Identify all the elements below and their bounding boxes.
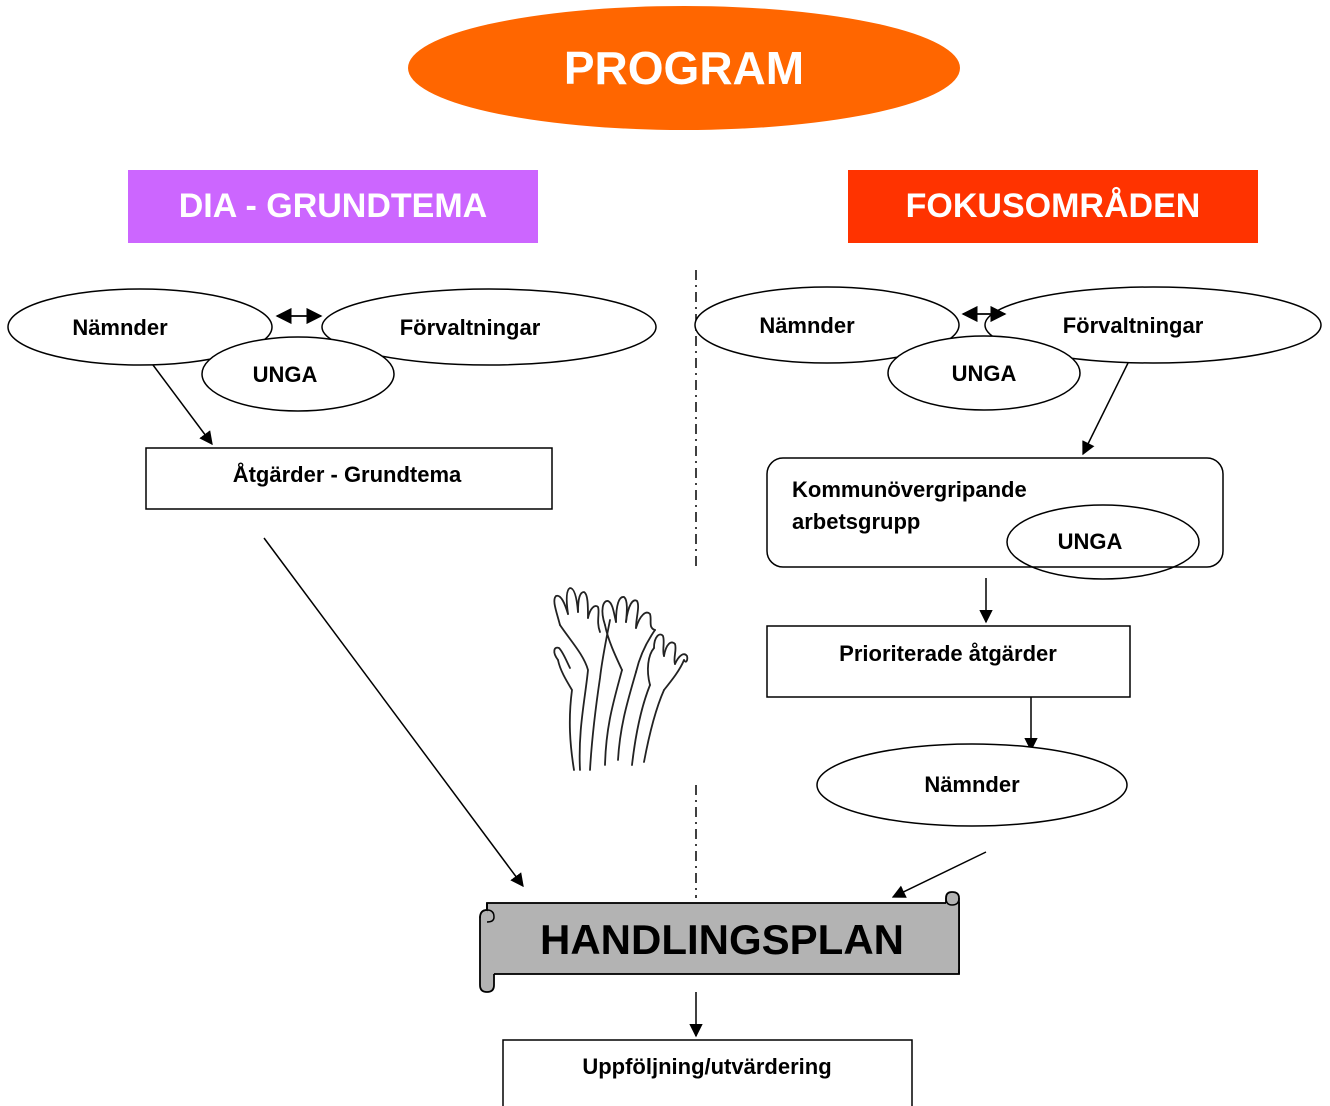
left-unga-text: UNGA [253, 362, 318, 387]
right-namnder-bottom: Nämnder [816, 743, 1128, 827]
workgroup-unga-text: UNGA [1058, 529, 1123, 554]
right-header-box [848, 170, 1258, 243]
right-header-text: FOKUSOMRÅDEN [906, 187, 1201, 225]
right-workgroup: Kommunövergripande arbetsgrupp UNGA [766, 457, 1224, 580]
workgroup-unga-ellipse [1006, 504, 1200, 580]
handlingsplan-banner: HANDLINGSPLAN [479, 891, 960, 993]
namnder-bottom-text: Nämnder [924, 772, 1020, 797]
left-header-box [128, 170, 538, 243]
right-namnder: Nämnder [694, 286, 960, 364]
left-atgarder-box [145, 447, 553, 510]
raised-hands-icon [553, 587, 689, 771]
left-forvaltningar-ellipse [321, 288, 657, 366]
left-arrow-to-atgarder [152, 364, 213, 446]
program-title-shape [408, 6, 960, 130]
right-unga-ellipse [887, 335, 1081, 411]
right-forvaltningar-text: Förvaltningar [1063, 313, 1204, 338]
workgroup-line2: arbetsgrupp [792, 509, 920, 534]
uppfoljning-text: Uppföljning/utvärdering [582, 1054, 831, 1079]
right-arrow-to-plan [891, 851, 987, 898]
right-unga: UNGA [887, 335, 1081, 411]
scroll-left-roll [479, 909, 495, 923]
left-forvaltningar-text: Förvaltningar [400, 315, 541, 340]
program-title: PROGRAM [408, 6, 960, 130]
left-header-text: DIA - GRUNDTEMA [179, 187, 488, 225]
right-forvaltningar-ellipse [984, 286, 1322, 364]
right-header: FOKUSOMRÅDEN [848, 170, 1258, 243]
left-atgarder-text: Åtgärder - Grundtema [233, 461, 462, 487]
program-title-text: PROGRAM [564, 42, 804, 94]
right-arrow-to-workgroup [1082, 362, 1129, 456]
left-atgarder: Åtgärder - Grundtema [145, 447, 553, 510]
left-namnder-ellipse [7, 288, 273, 366]
scroll-right-roll [945, 897, 960, 906]
scroll-right-curl [945, 891, 960, 974]
left-unga: UNGA [201, 336, 395, 412]
left-namnder-text: Nämnder [72, 315, 168, 340]
handlingsplan-box [486, 902, 960, 975]
left-arrow-to-plan [263, 537, 524, 888]
left-unga-ellipse [201, 336, 395, 412]
left-namnder: Nämnder [7, 288, 273, 366]
right-namnder-ellipse [694, 286, 960, 364]
right-namnder-text: Nämnder [759, 313, 855, 338]
workgroup-line1: Kommunövergripande [792, 477, 1027, 502]
uppfoljning: Uppföljning/utvärdering [502, 1039, 913, 1106]
uppfoljning-box [502, 1039, 913, 1106]
left-header: DIA - GRUNDTEMA [128, 170, 538, 243]
handlingsplan-text: HANDLINGSPLAN [540, 916, 904, 963]
prioriterade-box [766, 625, 1131, 698]
namnder-bottom-ellipse [816, 743, 1128, 827]
left-forvaltningar: Förvaltningar [321, 288, 657, 366]
right-forvaltningar: Förvaltningar [984, 286, 1322, 364]
right-prioriterade: Prioriterade åtgärder [766, 625, 1131, 698]
right-unga-text: UNGA [952, 361, 1017, 386]
prioriterade-text: Prioriterade åtgärder [839, 641, 1057, 666]
workgroup-box [766, 457, 1224, 568]
